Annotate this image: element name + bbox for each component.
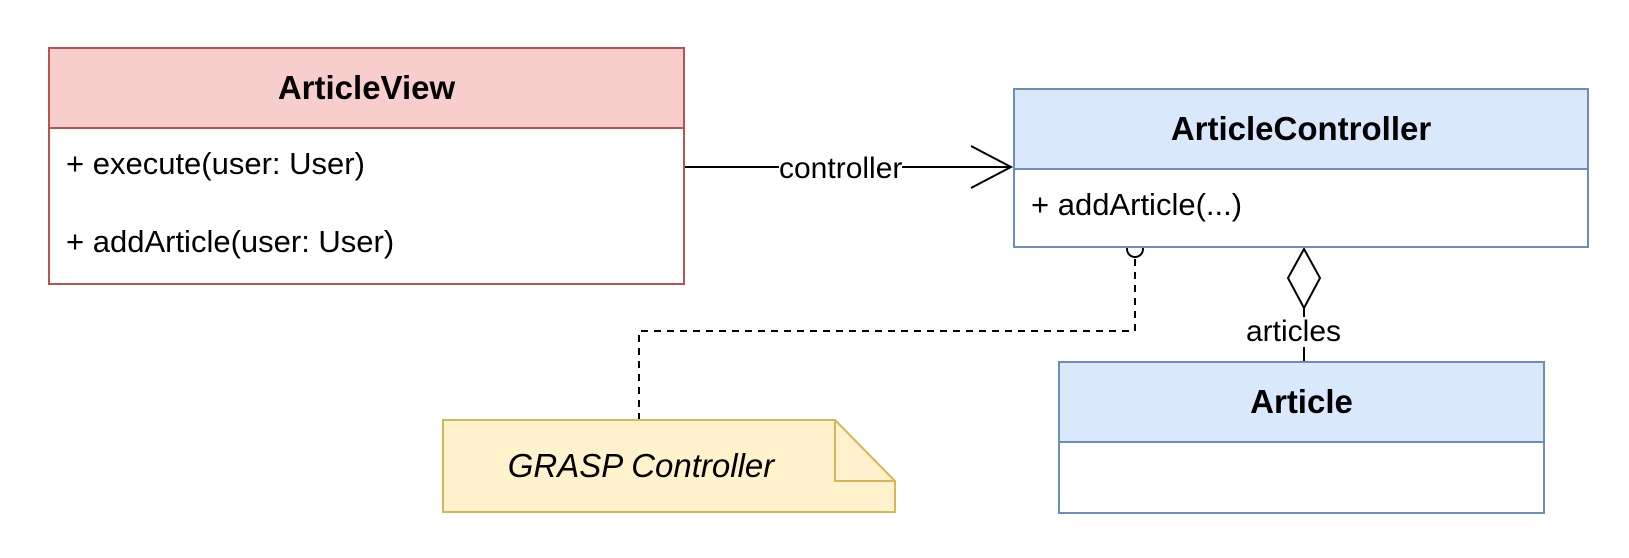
- class-article-view[interactable]: ArticleView + execute(user: User) + addA…: [48, 47, 685, 285]
- class-name: ArticleController: [1015, 90, 1587, 170]
- class-name: Article: [1060, 363, 1543, 443]
- open-arrowhead-icon: [970, 145, 1014, 189]
- class-article-controller[interactable]: ArticleController + addArticle(...): [1013, 88, 1589, 248]
- class-name: ArticleView: [50, 49, 683, 129]
- note-text: GRASP Controller: [507, 447, 775, 484]
- aggregation-diamond-icon: [1286, 246, 1322, 311]
- aggregation-label: articles: [1246, 315, 1342, 348]
- operation-execute: + execute(user: User): [66, 146, 365, 181]
- note-link-line[interactable]: [638, 258, 1136, 420]
- operation-add-article: + addArticle(user: User): [66, 224, 395, 259]
- note-shape[interactable]: [442, 419, 896, 513]
- association-label: controller: [779, 152, 903, 185]
- class-article[interactable]: Article: [1058, 361, 1545, 514]
- operation-add-article: + addArticle(...): [1031, 187, 1243, 222]
- note-dog-ear-icon: [834, 420, 895, 482]
